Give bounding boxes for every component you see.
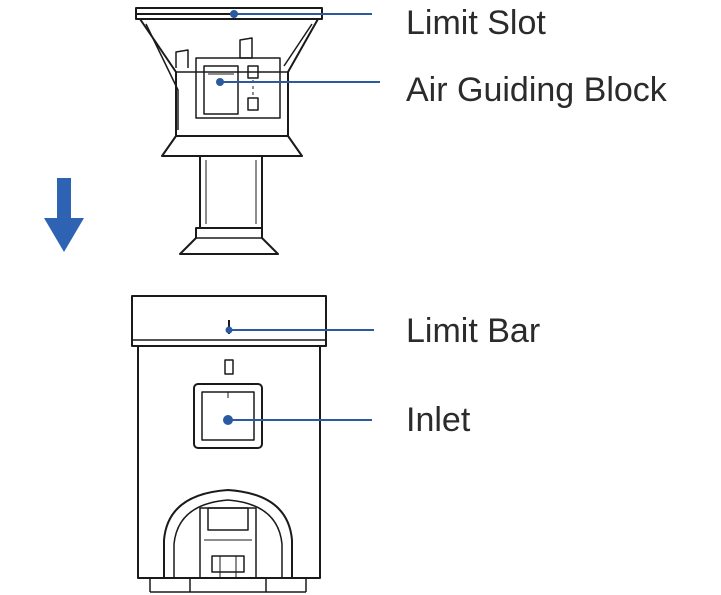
callout-limit-bar: Limit Bar — [225, 312, 540, 350]
label-limit-slot: Limit Slot — [406, 4, 546, 42]
callout-inlet: Inlet — [223, 401, 471, 439]
label-inlet: Inlet — [406, 401, 471, 439]
callout-air-guiding-block: Air Guiding Block — [216, 71, 668, 109]
arrow-down-icon — [44, 178, 84, 252]
upper-air-guide-assembly — [135, 7, 323, 255]
label-limit-bar: Limit Bar — [406, 312, 540, 350]
callout-limit-slot: Limit Slot — [230, 4, 546, 42]
lower-body — [131, 295, 327, 593]
label-air-guiding-block: Air Guiding Block — [406, 71, 668, 109]
